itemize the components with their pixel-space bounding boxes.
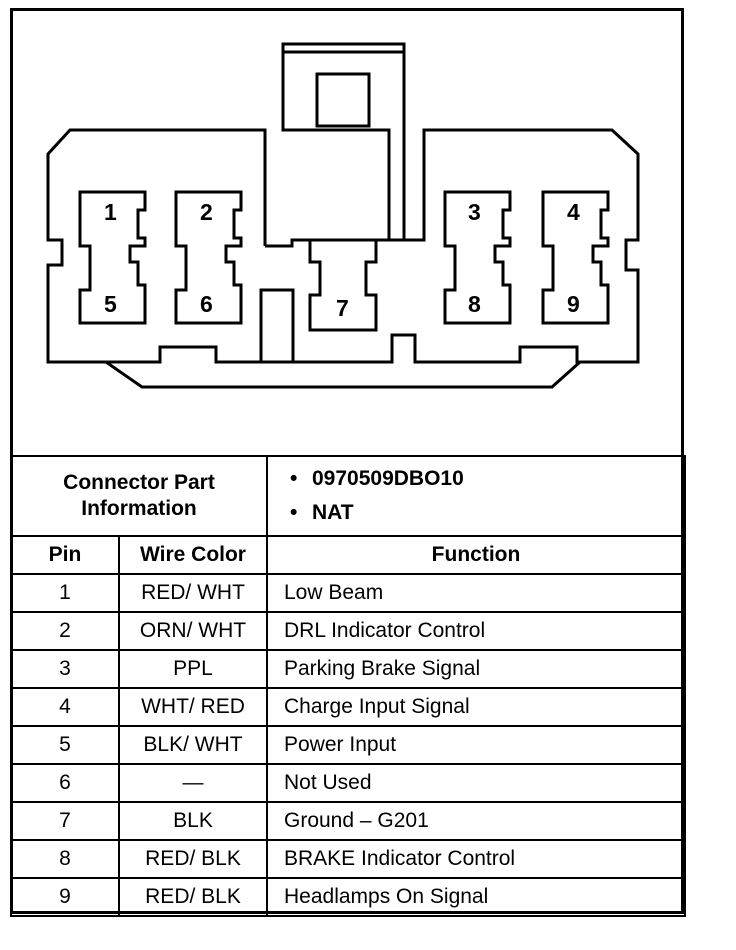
wire-color-cell: — [118,763,268,803]
pin-label-3: 3 [468,199,481,225]
part-info-row: Connector Part Information 0970509DBO10 … [10,455,686,537]
cavity-pin2-6 [174,190,243,325]
function-cell: Charge Input Signal [266,687,686,727]
function-cell: Low Beam [266,573,686,613]
wire-color-cell: RED/ BLK [118,839,268,879]
header-pin: Pin [10,535,120,575]
connector-base [105,360,581,389]
pin-label-6: 6 [200,291,213,317]
pin-cell: 6 [10,763,120,803]
pin-cell: 2 [10,611,120,651]
header-wire-color: Wire Color [118,535,268,575]
pin-label-8: 8 [468,291,481,317]
function-cell: Ground – G201 [266,801,686,841]
wire-color-cell: BLK [118,801,268,841]
wire-color-cell: BLK/ WHT [118,725,268,765]
pin-label-9: 9 [567,291,580,317]
pin-cell: 8 [10,839,120,879]
pin-cell: 3 [10,649,120,689]
cavity-pin4-9 [541,190,610,325]
table-header-row: Pin Wire Color Function [10,535,686,575]
function-cell: Headlamps On Signal [266,877,686,917]
function-cell: DRL Indicator Control [266,611,686,651]
connector-pinout-table: Connector Part Information 0970509DBO10 … [10,455,686,917]
pin-cell: 4 [10,687,120,727]
pin-label-5: 5 [104,291,117,317]
function-cell: Power Input [266,725,686,765]
function-cell: Not Used [266,763,686,803]
wire-color-cell: PPL [118,649,268,689]
function-cell: BRAKE Indicator Control [266,839,686,879]
connector-face-drawing: 1 2 3 4 5 6 7 8 9 [46,42,640,389]
pin-cell: 1 [10,573,120,613]
table-row: 6—Not Used [10,763,686,803]
pin-label-1: 1 [104,199,117,225]
wire-color-cell: RED/ WHT [118,573,268,613]
part-info-label-line2: Information [81,497,197,520]
part-color-code: NAT [312,496,684,530]
part-info-label: Connector Part Information [10,455,268,537]
header-function: Function [266,535,686,575]
wire-color-cell: WHT/ RED [118,687,268,727]
function-cell: Parking Brake Signal [266,649,686,689]
cavity-pin7 [308,238,378,332]
pin-cell: 7 [10,801,120,841]
wire-color-cell: RED/ BLK [118,877,268,917]
pin-number-labels: 1 2 3 4 5 6 7 8 9 [104,199,580,321]
pin-label-2: 2 [200,199,213,225]
part-number: 0970509DBO10 [312,462,684,496]
wire-color-cell: ORN/ WHT [118,611,268,651]
part-info-values: 0970509DBO10 NAT [266,455,686,537]
pin-label-4: 4 [567,199,580,225]
pin-cell: 5 [10,725,120,765]
center-slot [259,288,295,364]
cavity-pin1-5 [78,190,147,325]
pin-cell: 9 [10,877,120,917]
pin-label-7: 7 [336,295,349,321]
latch-window [315,72,371,128]
cavity-pin3-8 [443,190,512,325]
connector-housing-left [46,128,640,364]
part-info-label-line1: Connector Part [63,471,215,494]
